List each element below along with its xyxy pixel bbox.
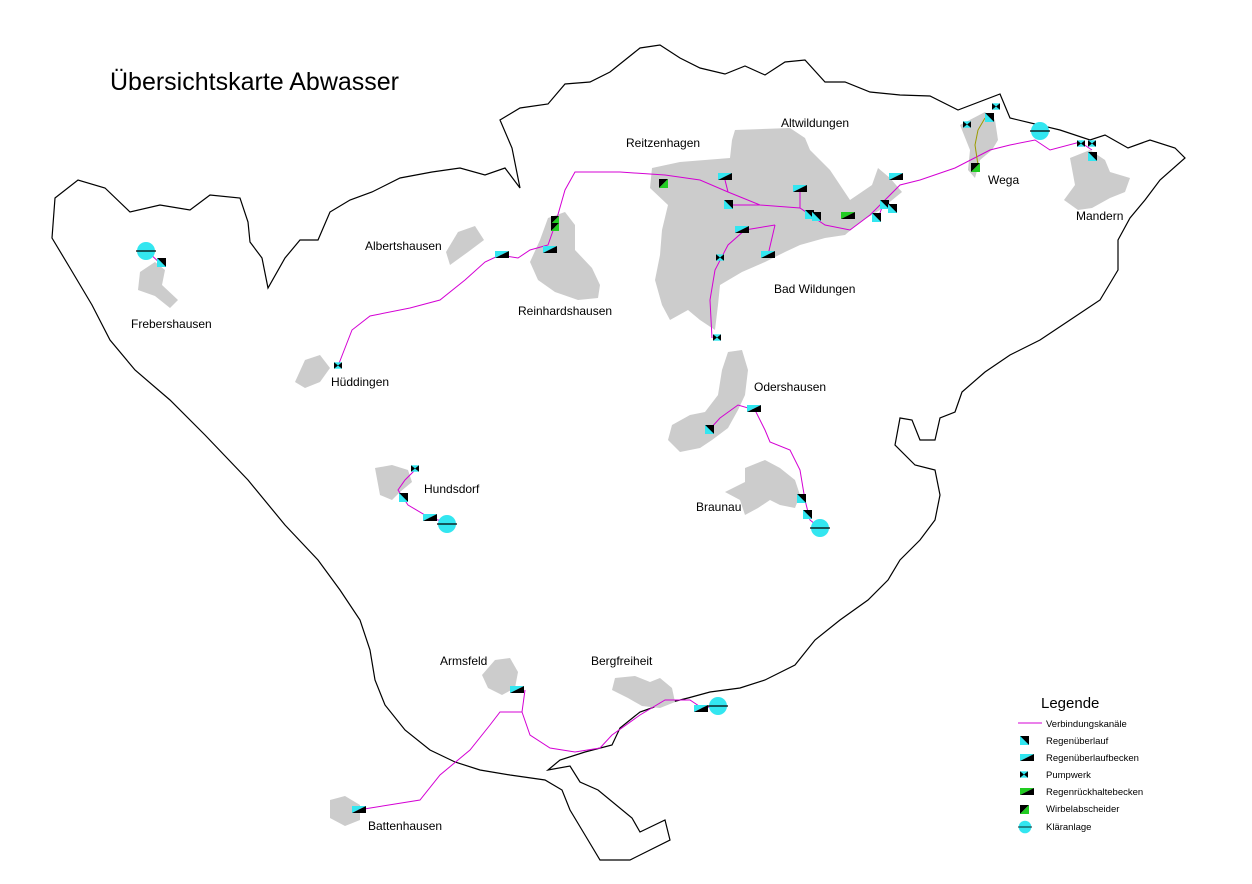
- regenueberlaufbecken-icon: [423, 514, 437, 521]
- settlement-bad-wildungen: [650, 128, 902, 330]
- regenueberlauf-icon: [1088, 152, 1097, 161]
- pumpwerk-icon: [334, 362, 342, 369]
- pumpwerk-icon: [992, 103, 1000, 110]
- settlement-hundsdorf: [375, 465, 412, 500]
- regenueberlaufbecken-icon: [747, 405, 761, 412]
- legend-label: Kläranlage: [1046, 822, 1091, 833]
- pumpwerk-icon: [1077, 140, 1085, 147]
- label-braunau: Braunau: [696, 500, 741, 514]
- settlement-bergfreiheit: [612, 676, 675, 708]
- settlement-braunau: [725, 460, 800, 515]
- settlement-huddingen: [295, 355, 330, 388]
- regenueberlaufbecken-icon: [495, 251, 509, 258]
- regenueberlauf-icon: [1020, 736, 1029, 745]
- regenueberlaufbecken-icon: [761, 251, 775, 258]
- settlement-altwildungen: [785, 145, 812, 172]
- label-altwildungen: Altwildungen: [781, 116, 849, 130]
- regenueberlaufbecken-icon: [352, 806, 366, 813]
- regenueberlauf-icon: [803, 510, 812, 519]
- pumpwerk-icon: [411, 465, 419, 472]
- label-mandern: Mandern: [1076, 209, 1123, 223]
- pumpwerk-icon: [963, 121, 971, 128]
- settlement-wega: [960, 112, 998, 178]
- regenueberlaufbecken-icon: [735, 226, 749, 233]
- map-title: Übersichtskarte Abwasser: [110, 68, 400, 96]
- settlement-frebershausen: [138, 262, 178, 308]
- label-albertshausen: Albertshausen: [365, 239, 442, 253]
- regenrueckhaltebecken-icon: [841, 212, 855, 219]
- label-frebershausen: Frebershausen: [131, 317, 212, 331]
- wirbelabscheider-icon: [1020, 805, 1029, 814]
- label-reitzenhagen: Reitzenhagen: [626, 136, 700, 150]
- label-hundsdorf: Hundsdorf: [424, 482, 480, 496]
- municipality-border: [51, 44, 1186, 861]
- regenrueckhaltebecken-icon: [1020, 788, 1034, 795]
- pumpwerk-icon: [713, 334, 721, 341]
- label-reinhardshausen: Reinhardshausen: [518, 304, 612, 318]
- klaeranlage-icon: [437, 514, 457, 534]
- legend-label: Regenüberlauf: [1046, 736, 1109, 747]
- label-huddingen: Hüddingen: [331, 375, 389, 389]
- legend-label: Regenrückhaltebecken: [1046, 787, 1143, 798]
- regenueberlaufbecken-icon: [1020, 754, 1034, 761]
- label-armsfeld: Armsfeld: [440, 654, 487, 668]
- wirbelabscheider-icon: [551, 216, 559, 224]
- connection-channels: [147, 117, 1093, 811]
- pumpwerk-icon: [1020, 771, 1028, 778]
- regenueberlauf-icon: [399, 493, 408, 502]
- regenueberlaufbecken-icon: [543, 246, 557, 253]
- regenueberlauf-icon: [872, 213, 881, 222]
- settlement-mandern: [1064, 150, 1130, 210]
- klaeranlage-icon: [810, 518, 830, 538]
- label-bergfreiheit: Bergfreiheit: [591, 654, 653, 668]
- facility-symbols: [136, 103, 1097, 813]
- regenueberlauf-icon: [797, 494, 806, 503]
- regenueberlauf-icon: [724, 200, 733, 209]
- regenueberlaufbecken-icon: [510, 686, 524, 693]
- regenueberlauf-icon: [157, 258, 166, 267]
- regenueberlauf-icon: [812, 212, 821, 221]
- wirbelabscheider-icon: [659, 179, 668, 188]
- pumpwerk-icon: [1088, 140, 1096, 147]
- legend-title: Legende: [1041, 695, 1099, 712]
- regenueberlaufbecken-icon: [793, 185, 807, 192]
- settlement-albertshausen: [446, 226, 484, 265]
- legend-label: Regenüberlaufbecken: [1046, 753, 1139, 764]
- regenueberlauf-icon: [705, 425, 714, 434]
- regenueberlaufbecken-icon: [718, 173, 732, 180]
- settlement-armsfeld: [482, 658, 518, 695]
- label-battenhausen: Battenhausen: [368, 819, 442, 833]
- regenueberlauf-icon: [985, 113, 994, 122]
- wirbelabscheider-icon: [551, 223, 559, 231]
- regenueberlauf-icon: [888, 204, 897, 213]
- klaeranlage-icon: [1018, 820, 1032, 834]
- legend-label: Verbindungskanäle: [1046, 719, 1127, 730]
- regenueberlaufbecken-icon: [889, 173, 903, 180]
- klaeranlage-icon: [1030, 121, 1050, 141]
- wirbelabscheider-icon: [971, 163, 980, 172]
- legend-label: Pumpwerk: [1046, 770, 1091, 781]
- label-odershausen: Odershausen: [754, 380, 826, 394]
- settlement-odershausen: [668, 350, 748, 452]
- klaeranlage-icon: [708, 696, 728, 716]
- label-wega: Wega: [988, 173, 1019, 187]
- regenueberlauf-icon: [880, 200, 889, 209]
- legend: Legende Verbindungskanäle Regenüberlauf …: [1018, 695, 1143, 834]
- place-labels: Altwildungen Reitzenhagen Wega Mandern A…: [131, 116, 1123, 833]
- legend-label: Wirbelabscheider: [1046, 804, 1119, 815]
- pumpwerk-icon: [716, 254, 724, 261]
- settlement-reinhardshausen: [530, 212, 600, 300]
- settlement-battenhausen: [330, 796, 360, 826]
- label-bad-wildungen: Bad Wildungen: [774, 282, 855, 296]
- regenueberlaufbecken-icon: [694, 705, 708, 712]
